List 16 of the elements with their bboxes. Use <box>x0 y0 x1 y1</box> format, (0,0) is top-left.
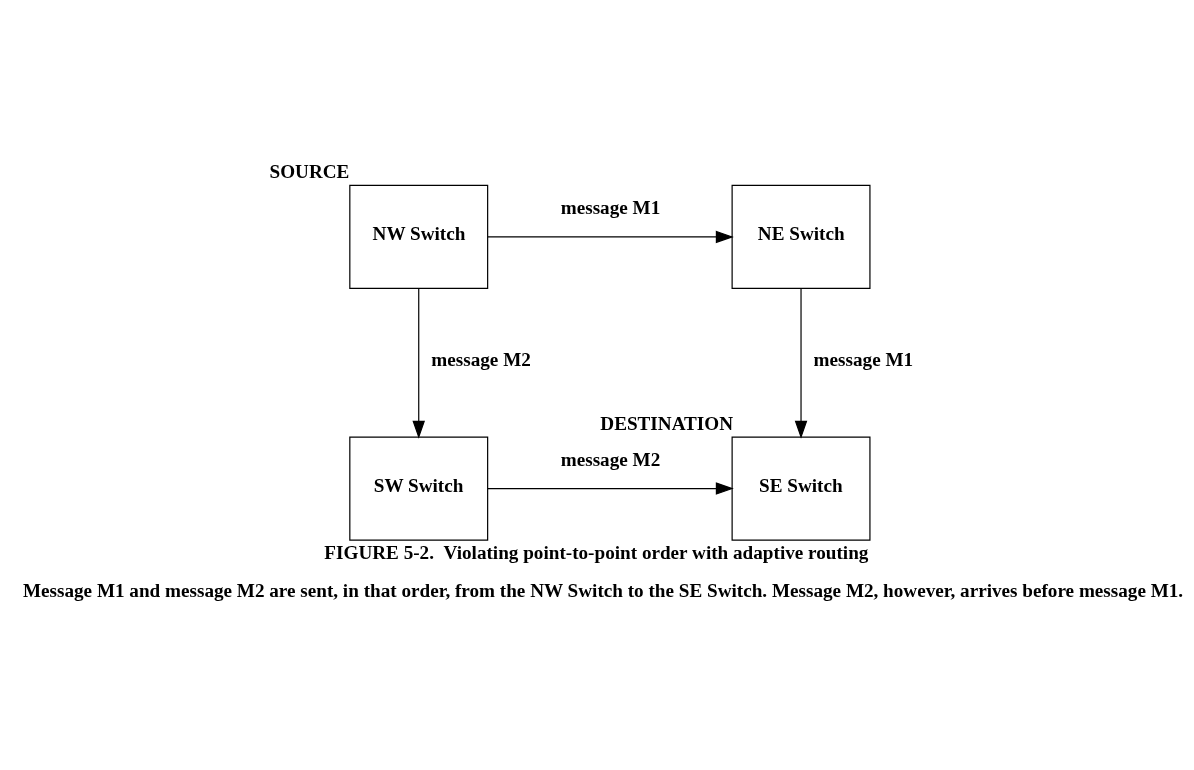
arrow <box>794 287 808 439</box>
node-box: SE Switch <box>731 435 871 541</box>
arrow <box>487 481 734 495</box>
arrow <box>412 287 426 439</box>
node-box: SW Switch <box>349 435 489 541</box>
diagram-title: FIGURE 5-2. Violating point-to-point order with adaptive routing <box>324 541 869 563</box>
edge-label: message M1 <box>560 196 661 218</box>
node-label: DESTINATION <box>600 412 734 434</box>
edge-label: message M2 <box>431 348 531 370</box>
edge-label: message M1 <box>813 348 914 370</box>
edge-label: message M2 <box>560 448 661 470</box>
caption: Message M1 and message M2 are sent, in that order, from the NW Switch to the SE Switch. Message M2, however, arrives before message M1. <box>22 579 1184 601</box>
node-box: NE Switch <box>731 184 871 289</box>
arrow <box>487 230 734 243</box>
node-label: SOURCE <box>269 160 350 182</box>
node-box: NW Switch <box>349 184 489 289</box>
